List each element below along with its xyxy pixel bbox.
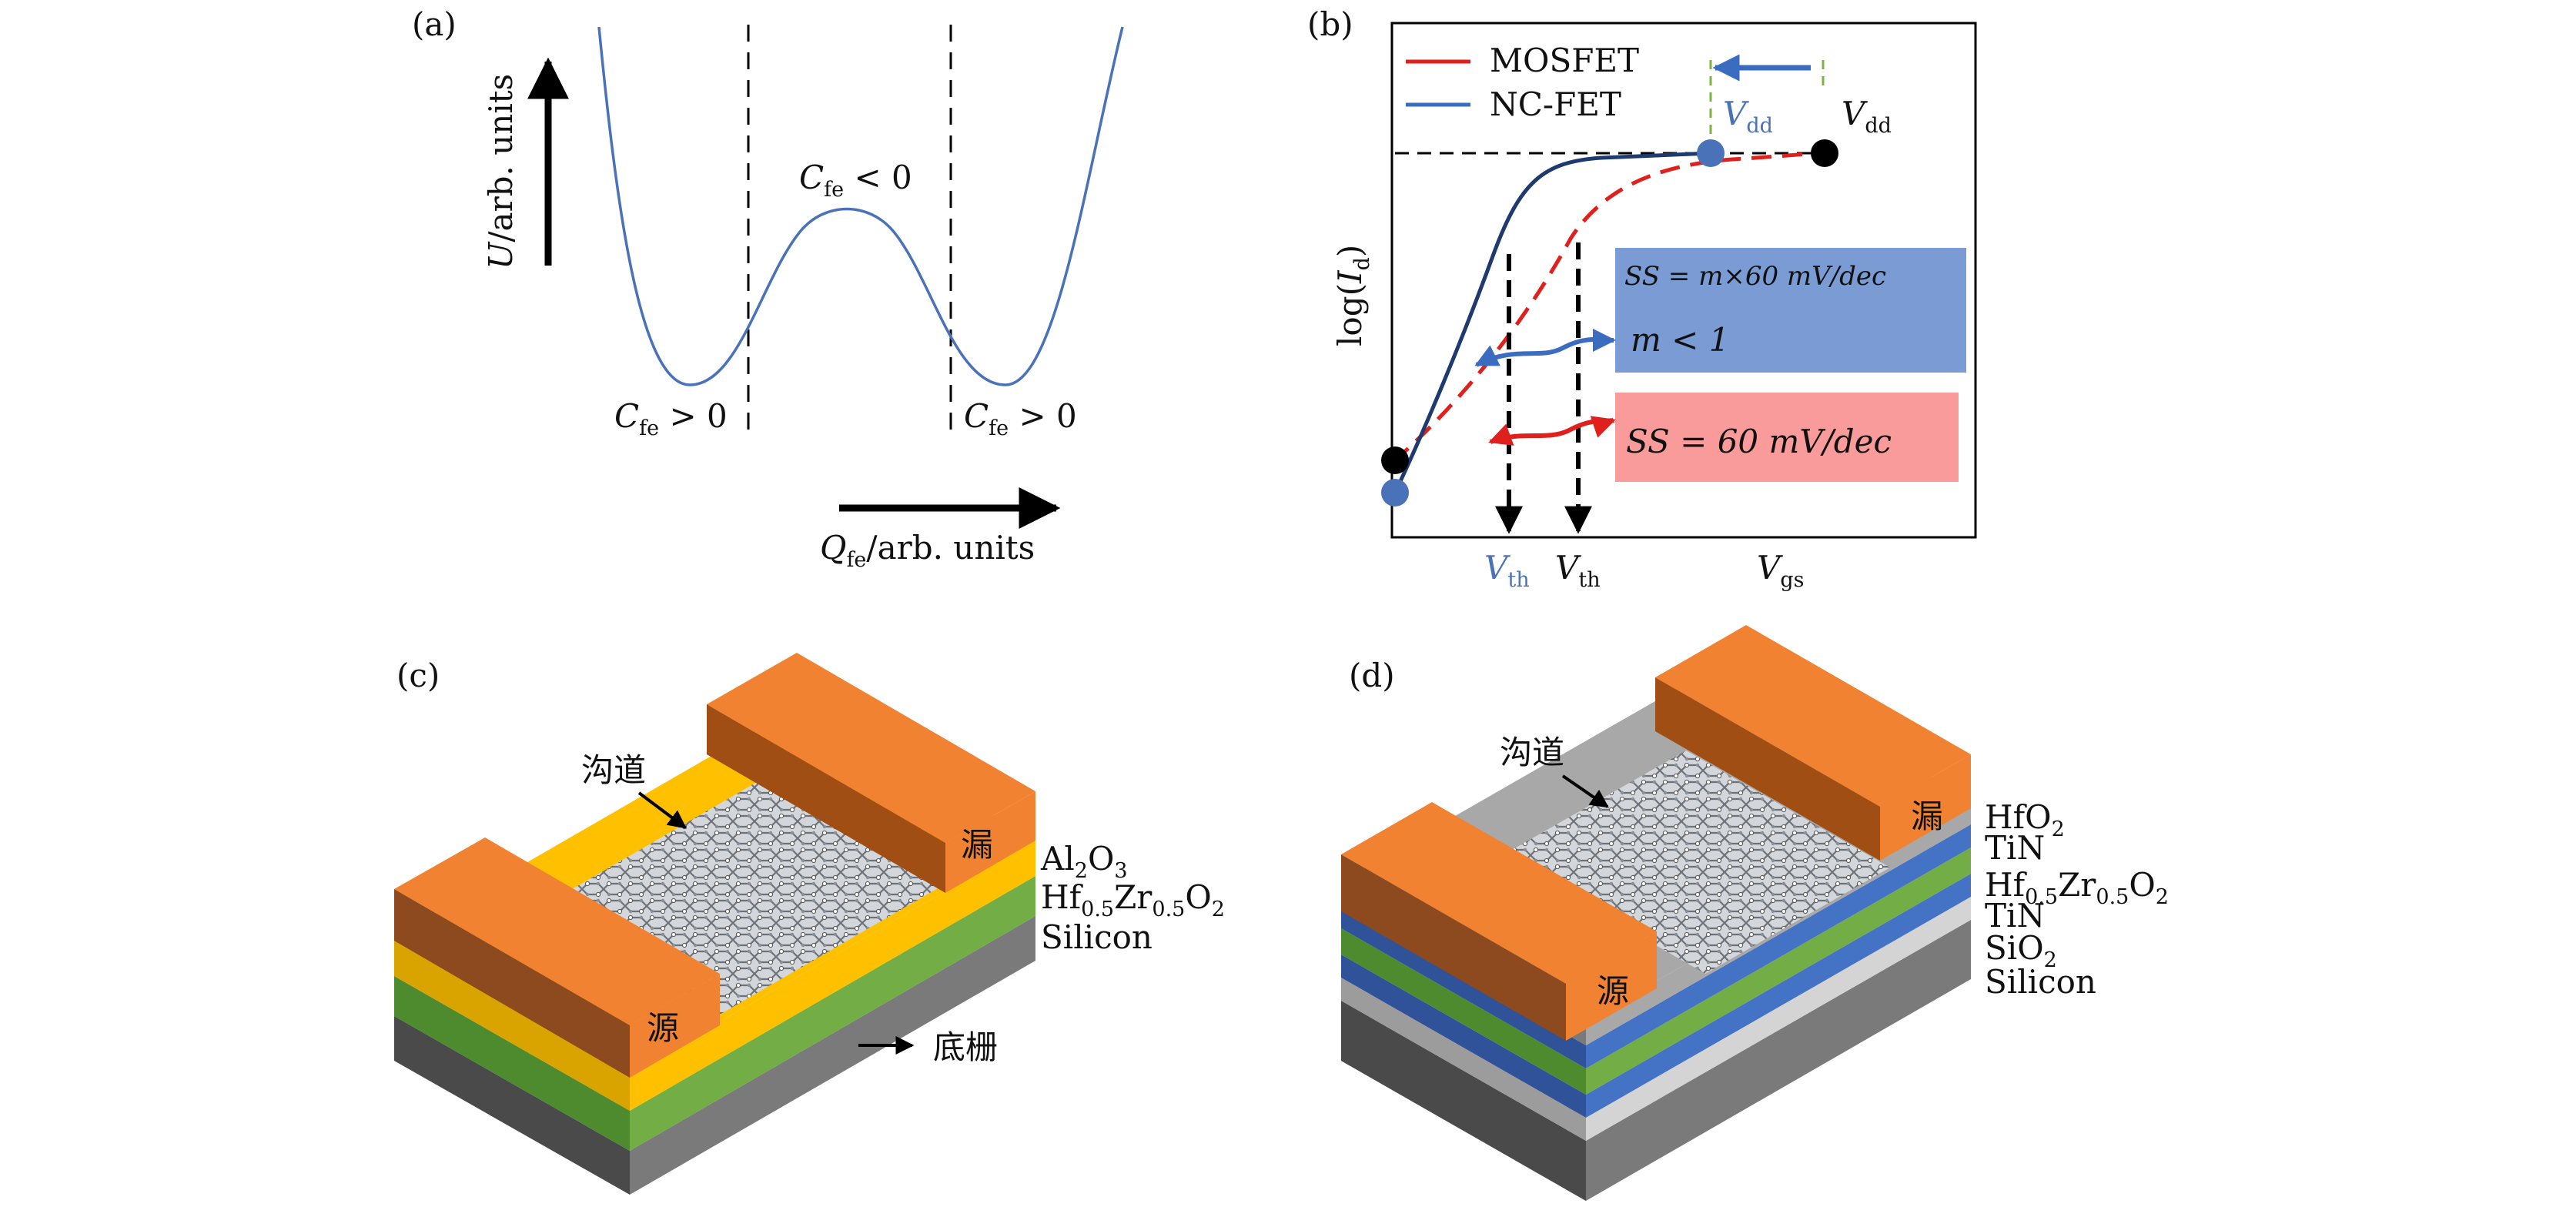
ss-mosfet-box xyxy=(1615,393,1959,482)
panel-a-label: (a) xyxy=(412,5,457,43)
double-well-curve xyxy=(597,26,1124,386)
vgs-axis-label: Vgs xyxy=(1757,549,1804,592)
d-layer-label-silicon: Silicon xyxy=(1985,963,2096,1001)
energy-axis-label: U/arb. units xyxy=(482,74,520,269)
source-top xyxy=(394,838,720,1025)
source-front xyxy=(394,889,630,1078)
panel-b-label: (b) xyxy=(1307,5,1353,43)
drain-front xyxy=(707,704,945,893)
ncfet-slope-arrow xyxy=(1474,328,1616,367)
mosfet-start-point xyxy=(1381,446,1409,474)
d-drain-top xyxy=(1655,625,1971,807)
d-layer-label-hfo2: HfO2 xyxy=(1985,798,2065,841)
vdd-black-label: Vdd xyxy=(1842,95,1892,138)
panel-d: (d) 漏 源 沟道 HfO2 Ti xyxy=(1341,625,2169,1201)
cfe-positive-left-label: Cfe > 0 xyxy=(614,397,728,440)
d-tin-lower-front xyxy=(1341,955,1586,1118)
d-source-top xyxy=(1341,802,1657,984)
ncfet-vdd-point xyxy=(1697,139,1725,167)
channel-label: 沟道 xyxy=(581,751,646,789)
ss-ncfet-text-1: SS = m×60 mV/dec xyxy=(1624,261,1886,292)
ncfet-curve xyxy=(1393,151,1711,494)
d-source-label: 源 xyxy=(1597,972,1629,1010)
cfe-negative-label: Cfe < 0 xyxy=(799,159,912,202)
ss-ncfet-text-2: m < 1 xyxy=(1631,321,1729,359)
d-source-side xyxy=(1566,931,1657,1041)
panel-d-label: (d) xyxy=(1349,657,1395,694)
plot-frame xyxy=(1390,22,1977,539)
d-source-front xyxy=(1341,854,1566,1041)
hzo-side xyxy=(630,876,1035,1151)
legend-ncfet-label: NC-FET xyxy=(1490,85,1621,123)
panel-c-label: (c) xyxy=(396,657,440,694)
ncfet-start-point xyxy=(1381,479,1409,507)
charge-axis-label: Qfe/arb. units xyxy=(820,529,1035,572)
panel-b: (b) MOSFET NC-FET Vdd Vdd SS = m×60 xyxy=(1307,5,1977,592)
d-channel-pointer-arrow xyxy=(1561,774,1609,808)
d-silicon-front-lower xyxy=(1341,1001,1586,1201)
vth-mosfet-label: Vth xyxy=(1555,549,1601,592)
d-tin-lower-side xyxy=(1586,874,1971,1118)
drain-side xyxy=(945,791,1035,893)
cfe-positive-right-label: Cfe > 0 xyxy=(964,397,1077,440)
al2o3-front xyxy=(394,939,630,1111)
d-sio2-side xyxy=(1586,897,1971,1141)
d-layer-label-hzo: Hf0.5Zr0.5O2 xyxy=(1985,866,2169,909)
d-drain-front xyxy=(1655,677,1880,861)
mosfet-vdd-point xyxy=(1811,139,1838,167)
source-label: 源 xyxy=(647,1009,679,1047)
d-tin-upper-side xyxy=(1586,824,1971,1068)
channel-pointer-arrow xyxy=(637,791,687,829)
d-layer-label-tin-upper: TiN xyxy=(1985,829,2045,867)
bottom-gate-label: 底栅 xyxy=(933,1028,998,1066)
d-sio2-front xyxy=(1341,978,1586,1141)
layer-label-al2o3: Al2O3 xyxy=(1040,840,1128,883)
drain-top xyxy=(707,653,1035,843)
d-layer-label-tin-lower: TiN xyxy=(1985,897,2045,934)
silicon-side xyxy=(630,916,1035,1195)
drain-current-axis-label: log(Id) xyxy=(1331,245,1374,346)
d-hzo-side xyxy=(1586,848,1971,1095)
vth-ncfet-label: Vth xyxy=(1484,549,1530,592)
vdd-blue-label: Vdd xyxy=(1723,95,1773,138)
d-drain-label: 漏 xyxy=(1911,797,1943,835)
panel-a: (a) U/arb. units Qfe/arb. units Cfe < 0 … xyxy=(412,5,1124,572)
d-layer-label-sio2: SiO2 xyxy=(1985,929,2057,972)
panel-c: (c) 漏 源 沟道 底栅 Al2O3 Hf0.5Zr0.5O xyxy=(394,653,1225,1195)
drain-label: 漏 xyxy=(961,826,993,864)
al2o3-side xyxy=(630,839,1035,1111)
d-drain-side xyxy=(1880,754,1971,861)
mosfet-slope-arrow xyxy=(1488,416,1616,446)
layer-label-hzo: Hf0.5Zr0.5O2 xyxy=(1041,878,1225,921)
d-hzo-front xyxy=(1341,928,1586,1095)
layer-label-silicon: Silicon xyxy=(1041,918,1153,956)
legend-mosfet-label: MOSFET xyxy=(1490,42,1639,79)
mosfet-curve xyxy=(1392,151,1825,463)
hzo-front xyxy=(394,976,630,1151)
d-silicon-side xyxy=(1586,920,1971,1201)
source-side xyxy=(630,974,720,1078)
d-channel-label: 沟道 xyxy=(1500,734,1564,771)
ss-mosfet-text: SS = 60 mV/dec xyxy=(1626,423,1892,460)
silicon-front xyxy=(394,1016,630,1195)
ss-ncfet-box xyxy=(1615,248,1966,373)
